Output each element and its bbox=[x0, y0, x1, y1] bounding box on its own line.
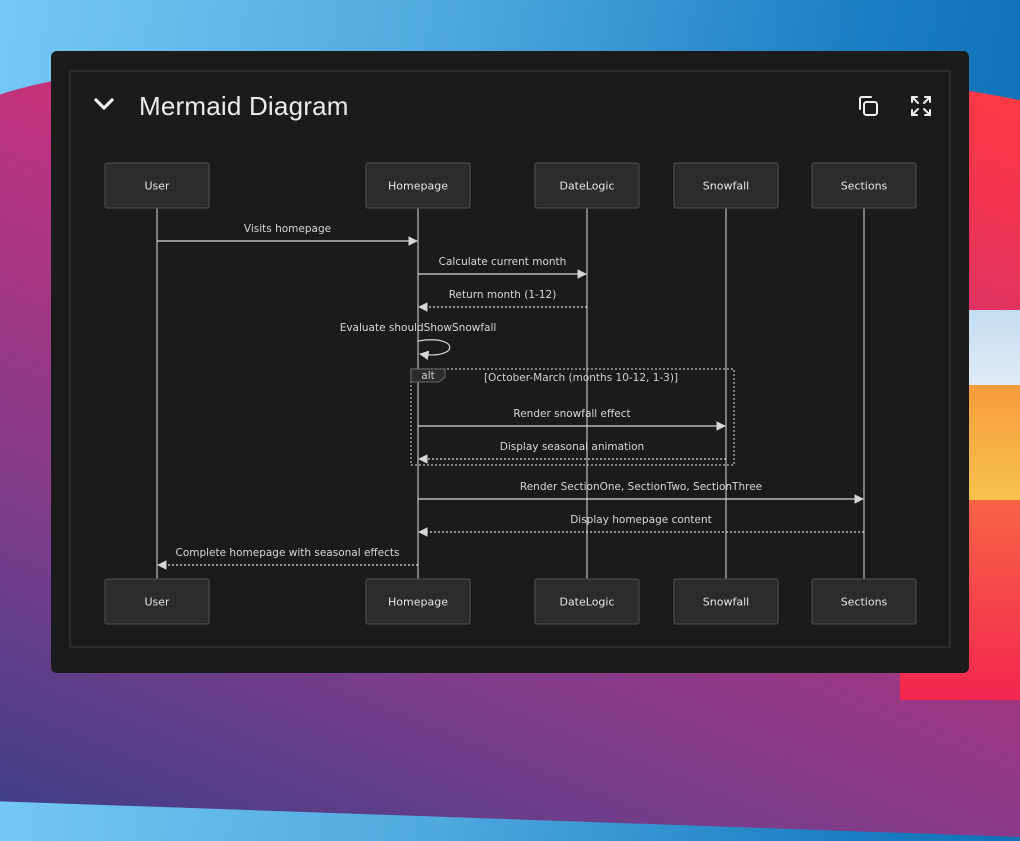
actor-homepage-bottom: Homepage bbox=[365, 578, 471, 625]
diagram-panel bbox=[69, 70, 951, 648]
actor-box bbox=[673, 578, 779, 625]
message-label: Render SectionOne, SectionTwo, SectionTh… bbox=[520, 481, 762, 493]
alt-condition: [October-March (months 10-12, 1-3)] bbox=[484, 372, 678, 384]
alt-block: alt [October-March (months 10-12, 1-3)] bbox=[410, 368, 735, 466]
actor-box bbox=[104, 162, 210, 209]
message-2: Calculate current month bbox=[418, 256, 587, 279]
message-1: Visits homepage bbox=[157, 223, 418, 246]
message-label: Render snowfall effect bbox=[513, 408, 630, 420]
alt-label: alt bbox=[421, 370, 434, 382]
actor-box bbox=[365, 578, 471, 625]
actor-box bbox=[534, 578, 640, 625]
actor-snowfall-bottom: Snowfall bbox=[673, 578, 779, 625]
diagram-window: Mermaid Diagram alt [October-March (month… bbox=[51, 51, 969, 673]
actor-box bbox=[365, 162, 471, 209]
actor-label: Homepage bbox=[388, 596, 448, 609]
message-label: Evaluate shouldShowSnowfall bbox=[340, 322, 497, 334]
alt-label-tab bbox=[410, 368, 446, 383]
expand-button[interactable] bbox=[909, 94, 933, 118]
actor-datelogic-bottom: DateLogic bbox=[534, 578, 640, 625]
actor-label: Sections bbox=[841, 180, 888, 193]
actor-datelogic-top: DateLogic bbox=[534, 162, 640, 209]
message-label: Complete homepage with seasonal effects bbox=[175, 547, 399, 559]
message-label: Return month (1-12) bbox=[449, 289, 557, 301]
chevron-down-icon bbox=[94, 98, 114, 110]
actor-box bbox=[104, 578, 210, 625]
actor-label: DateLogic bbox=[559, 596, 614, 609]
alt-frame bbox=[410, 368, 735, 466]
message-8: Display homepage content bbox=[418, 514, 864, 537]
actor-box bbox=[534, 162, 640, 209]
actor-snowfall-top: Snowfall bbox=[673, 162, 779, 209]
panel-title: Mermaid Diagram bbox=[139, 91, 349, 121]
actor-sections-top: Sections bbox=[811, 162, 917, 209]
message-label: Display seasonal animation bbox=[500, 441, 644, 453]
actor-homepage-top: Homepage bbox=[365, 162, 471, 209]
message-label: Display homepage content bbox=[570, 514, 712, 526]
message-9: Complete homepage with seasonal effects bbox=[157, 547, 418, 570]
copy-icon bbox=[859, 96, 878, 116]
sequence-diagram: alt [October-March (months 10-12, 1-3)] V… bbox=[104, 162, 917, 625]
actor-label: User bbox=[144, 596, 170, 609]
collapse-button[interactable] bbox=[93, 96, 115, 112]
actor-user-top: User bbox=[104, 162, 210, 209]
message-4: Evaluate shouldShowSnowfall bbox=[340, 322, 497, 361]
message-5: Render snowfall effect bbox=[418, 408, 726, 431]
actor-box bbox=[811, 578, 917, 625]
message-6: Display seasonal animation bbox=[418, 441, 726, 464]
message-7: Render SectionOne, SectionTwo, SectionTh… bbox=[418, 481, 864, 504]
copy-button[interactable] bbox=[856, 94, 880, 118]
actor-box bbox=[811, 162, 917, 209]
actor-label: Snowfall bbox=[703, 180, 749, 193]
actor-sections-bottom: Sections bbox=[811, 578, 917, 625]
actor-label: User bbox=[144, 180, 170, 193]
actor-label: Sections bbox=[841, 596, 888, 609]
actor-label: DateLogic bbox=[559, 180, 614, 193]
actor-label: Snowfall bbox=[703, 596, 749, 609]
actor-box bbox=[673, 162, 779, 209]
actor-label: Homepage bbox=[388, 180, 448, 193]
message-label: Visits homepage bbox=[244, 223, 331, 235]
message-3: Return month (1-12) bbox=[418, 289, 587, 312]
self-message-arrow bbox=[417, 339, 451, 361]
expand-icon bbox=[911, 96, 931, 116]
actor-user-bottom: User bbox=[104, 578, 210, 625]
message-label: Calculate current month bbox=[439, 256, 567, 268]
